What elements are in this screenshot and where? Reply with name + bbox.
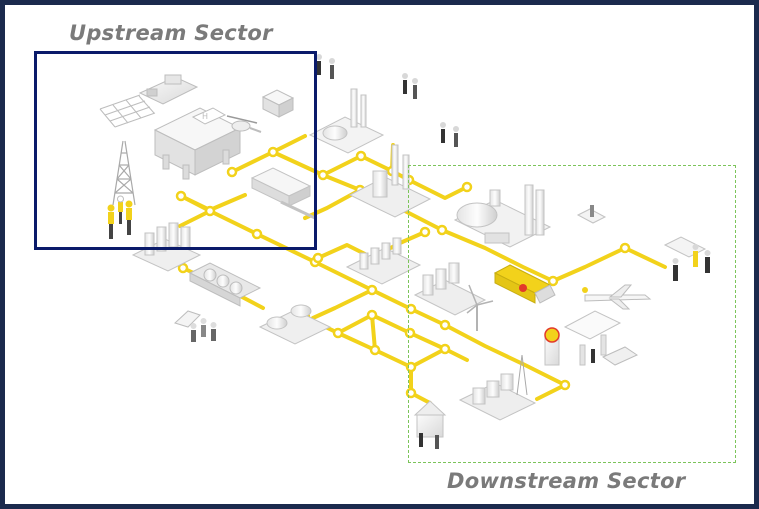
offshore-platform-icon: H bbox=[153, 107, 242, 180]
refinery-top-icon bbox=[308, 88, 385, 154]
power-station-icon bbox=[458, 354, 537, 421]
drilling-rig-icon bbox=[112, 140, 136, 206]
service-station-icon bbox=[544, 310, 639, 366]
shell-logo-icon bbox=[544, 327, 560, 343]
supply-vessel-icon bbox=[138, 74, 199, 105]
workers-upstream bbox=[107, 195, 133, 239]
wind-turbine-icon bbox=[466, 284, 494, 331]
house-icon bbox=[413, 400, 447, 449]
upstream-sector-boundary bbox=[34, 51, 317, 250]
gas-processing-plant-icon bbox=[345, 237, 422, 285]
factory-icon bbox=[413, 262, 487, 316]
office-desk-icon bbox=[576, 205, 607, 224]
svg-text:H: H bbox=[202, 112, 208, 121]
refinery-mid-icon bbox=[348, 144, 432, 218]
downstream-sector-boundary bbox=[408, 165, 736, 463]
airplane-icon bbox=[582, 284, 652, 310]
fuel-truck-icon bbox=[493, 264, 556, 304]
office-people-icon bbox=[663, 236, 711, 281]
control-room-icon bbox=[250, 167, 316, 220]
control-unit-icon bbox=[261, 89, 295, 118]
pipeline-network bbox=[178, 134, 667, 405]
survey-team-icon bbox=[174, 310, 217, 342]
downstream-sector-label: Downstream Sector bbox=[447, 469, 686, 493]
lng-tanker-icon bbox=[188, 262, 262, 307]
upstream-sector-label: Upstream Sector bbox=[69, 21, 273, 45]
helicopter-icon bbox=[226, 115, 262, 133]
value-chain-scene: H bbox=[99, 54, 711, 449]
seismic-survey-icon bbox=[99, 94, 156, 128]
gas-tanks-icon bbox=[258, 304, 332, 345]
people-group-top bbox=[316, 54, 459, 147]
chemical-plant-icon bbox=[453, 184, 552, 248]
